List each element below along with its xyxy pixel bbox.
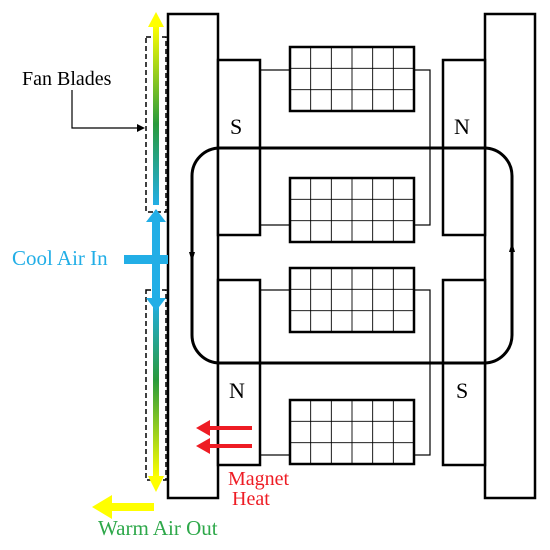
regenerator-bed-1 <box>288 45 416 113</box>
pole-block-bottom-right <box>441 278 487 467</box>
right-yoke-plate <box>483 12 537 500</box>
fan-blades-pointer <box>71 90 138 129</box>
magnet-heat-label-line2: Heat <box>232 488 270 510</box>
fan-blades-label: Fan Blades <box>22 68 112 90</box>
cool-air-in-label: Cool Air In <box>12 246 108 270</box>
warm-air-outlet-bar <box>110 503 154 511</box>
regenerator-bed-3 <box>288 266 416 334</box>
heat-arrow-lower-icon <box>196 438 210 454</box>
cool-air-up-arrow-icon <box>146 209 166 222</box>
air-channel-upper <box>153 25 159 205</box>
warm-air-up-arrow-icon <box>148 12 164 27</box>
pole-label-bottom-left: N <box>229 378 245 403</box>
warm-air-down-arrow-icon <box>148 476 164 492</box>
warm-air-out-label: Warm Air Out <box>98 516 218 540</box>
heat-arrow-upper-icon <box>196 420 210 436</box>
flux-arrow-up-icon <box>509 242 515 252</box>
regenerator-beds <box>288 45 416 466</box>
pole-label-top-left: S <box>230 114 242 139</box>
cool-air-down-arrow-icon <box>146 298 166 311</box>
regenerator-bed-4 <box>288 398 416 466</box>
heat-arrow-lower-shaft <box>208 444 252 448</box>
pole-label-top-right: N <box>454 114 470 139</box>
cool-air-vertical-channel <box>152 218 160 302</box>
cool-air-inlet-bar <box>124 255 168 264</box>
heat-arrow-upper-shaft <box>208 426 252 430</box>
fan-blades-pointer-arrow-icon <box>137 124 145 132</box>
regenerator-bed-2 <box>288 176 416 244</box>
air-channel-lower <box>153 300 159 478</box>
pole-label-bottom-right: S <box>456 378 468 403</box>
pole-block-bottom-left <box>216 278 262 467</box>
warm-air-left-arrow-icon <box>92 495 112 519</box>
flux-arrow-down-icon <box>189 252 195 262</box>
magnet-heat-label-line1: Magnet <box>228 468 290 490</box>
